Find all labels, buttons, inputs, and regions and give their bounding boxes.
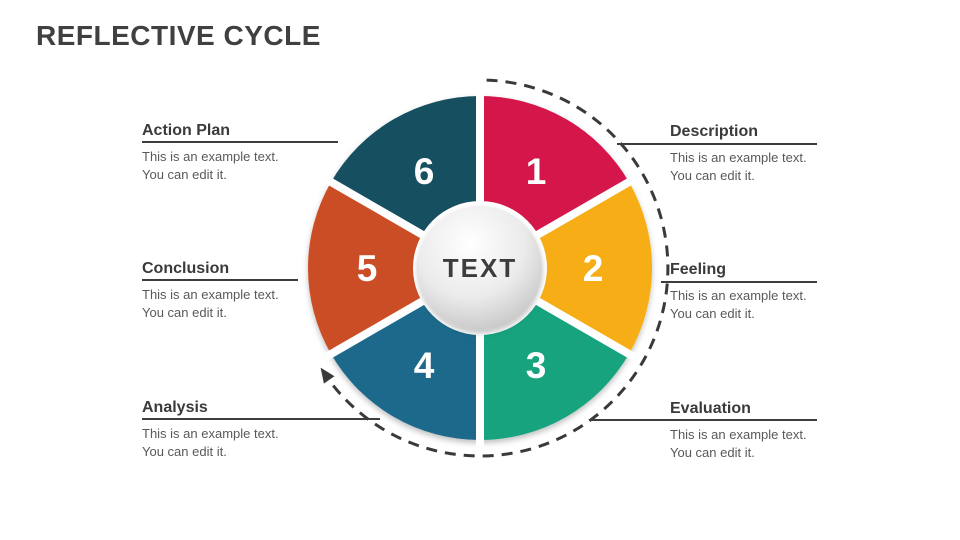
connector-action-plan: [142, 141, 338, 143]
label-analysis-text: This is an example text. You can edit it…: [142, 426, 279, 459]
center-label: TEXT: [443, 253, 517, 283]
cycle-direction-arc: [320, 78, 670, 458]
reflective-cycle-diagram: 1 2 3 4 5 6 TEXT: [308, 78, 670, 458]
label-action-plan: Action Plan This is an example text. You…: [142, 123, 342, 184]
wedge-number-5: 5: [357, 248, 378, 289]
arrowhead-icon: [320, 367, 335, 384]
label-evaluation: Evaluation This is an example text. You …: [670, 401, 870, 462]
label-description-title: Description: [670, 123, 759, 140]
wedge-5-conclusion: [308, 182, 480, 354]
label-conclusion-title: Conclusion: [142, 260, 230, 277]
label-conclusion: Conclusion This is an example text. You …: [142, 261, 342, 322]
wedge-number-3: 3: [526, 345, 547, 386]
wedge-numbers: 1 2 3 4 5 6: [357, 151, 604, 386]
label-evaluation-title: Evaluation: [670, 400, 751, 417]
connector-description: [617, 143, 817, 145]
label-action-plan-title: Action Plan: [142, 122, 231, 139]
connector-analysis: [142, 418, 380, 420]
wedge-2-feeling: [480, 182, 652, 354]
label-conclusion-text: This is an example text. You can edit it…: [142, 287, 279, 320]
connector-evaluation: [590, 419, 817, 421]
connector-conclusion: [142, 279, 298, 281]
page-title: REFLECTIVE CYCLE: [36, 20, 321, 51]
wedge-number-1: 1: [526, 151, 547, 192]
wedge-number-4: 4: [414, 345, 435, 386]
label-analysis-title: Analysis: [142, 399, 208, 416]
wedge-number-6: 6: [414, 151, 435, 192]
label-analysis: Analysis This is an example text. You ca…: [142, 400, 342, 461]
center-circle: TEXT: [413, 201, 547, 335]
label-action-plan-text: This is an example text. You can edit it…: [142, 149, 279, 182]
label-feeling-text: This is an example text. You can edit it…: [670, 288, 807, 321]
label-feeling: Feeling This is an example text. You can…: [670, 262, 870, 323]
connector-feeling: [661, 281, 817, 283]
label-evaluation-text: This is an example text. You can edit it…: [670, 427, 807, 460]
label-feeling-title: Feeling: [670, 261, 727, 278]
wedge-number-2: 2: [583, 248, 604, 289]
label-description-text: This is an example text. You can edit it…: [670, 150, 807, 183]
label-description: Description This is an example text. You…: [670, 124, 870, 185]
